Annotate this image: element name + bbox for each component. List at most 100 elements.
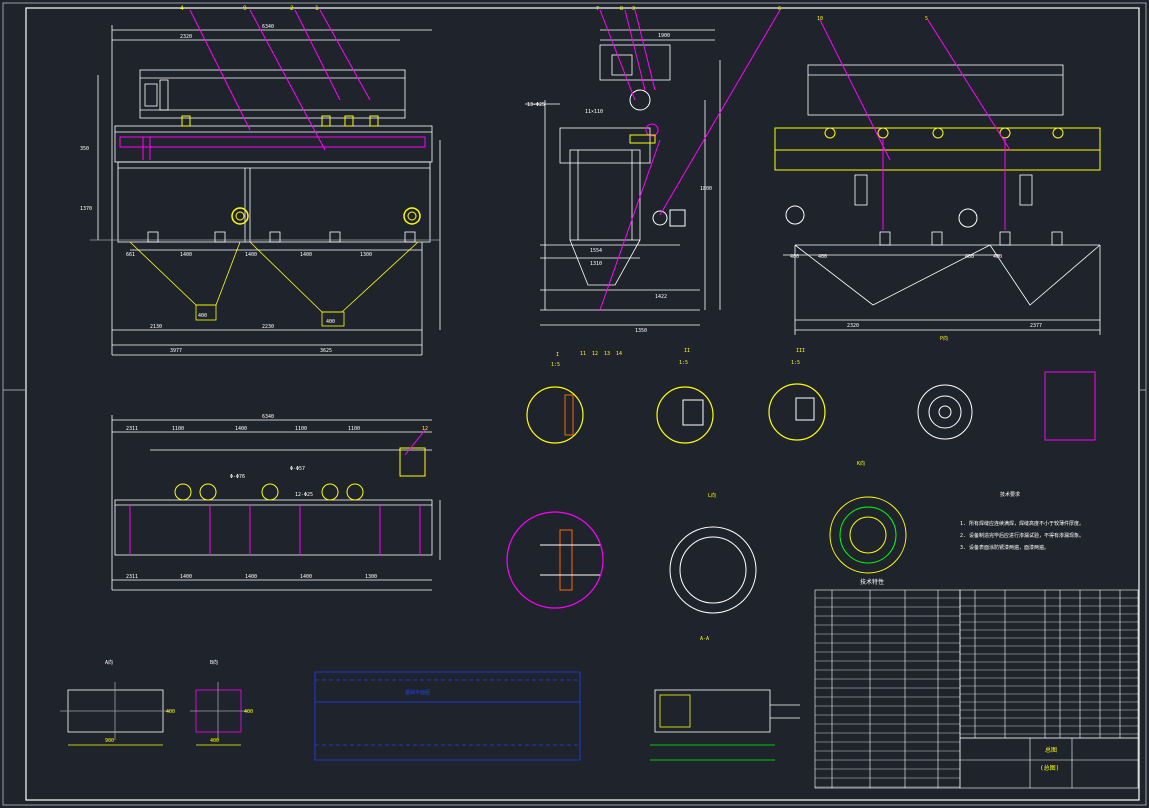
- dim-text: 1350: [635, 328, 647, 334]
- dim-text: 6340: [262, 414, 274, 420]
- tech-req-line: 3. 设备表面涂防锈漆两遍，面漆两遍。: [960, 544, 1049, 551]
- label-text: Φ-Φ76: [230, 474, 245, 480]
- dim-text: 1400: [235, 426, 247, 432]
- dim-text: 400: [166, 709, 175, 715]
- dim-text: 1400: [180, 252, 192, 258]
- tech-req-line: 2. 设备制造完毕后应进行渗漏试验，不得有渗漏现象。: [960, 532, 1084, 539]
- bottom-views: [60, 671, 800, 761]
- bottom-views-text: A向 B向 900 400 400 400 基础平面图 A-A: [105, 636, 709, 744]
- tech-table-title: 技术特性: [860, 578, 884, 586]
- dim-text: 400: [198, 313, 207, 319]
- dim-text: 1422: [655, 294, 667, 300]
- dim-text: 1100: [172, 426, 184, 432]
- side-balloon: 6: [778, 6, 781, 12]
- drawing-name: 总图: [1045, 746, 1057, 754]
- detail-balloon: 14: [616, 351, 622, 357]
- dim-text: 1370: [80, 206, 92, 212]
- detail-label: III: [796, 348, 805, 354]
- side-view-text: 7 8 3 6 1900 1800 1554 1310 1422 1350 13…: [527, 6, 781, 334]
- dim-text: 400: [993, 254, 1002, 260]
- flange-K: [829, 496, 907, 574]
- dim-text: 2230: [262, 324, 274, 330]
- front-view: [90, 25, 441, 356]
- flange-P: [917, 384, 973, 440]
- label-text: 13-Φ25: [527, 102, 545, 108]
- tech-req-line: 1. 所有焊缝应连续满焊，焊缝高度不小于较薄件厚度。: [960, 520, 1084, 527]
- front-view-accents: [119, 9, 426, 225]
- label-text: 12-Φ25: [295, 492, 313, 498]
- front-balloon: 2: [290, 5, 294, 12]
- dim-text: 2311: [126, 426, 138, 432]
- dim-text: 661: [126, 252, 135, 258]
- side-balloon: 7: [596, 6, 599, 12]
- side-view: [525, 29, 721, 326]
- parts-list: [959, 589, 1139, 739]
- dim-text: 3625: [320, 348, 332, 354]
- dim-text: 2320: [847, 323, 859, 329]
- detail-II: [656, 386, 714, 444]
- dim-text: 1400: [300, 574, 312, 580]
- side-balloon: 8: [620, 6, 623, 12]
- right-view-text: 10 5 2320 2377 400 400 400 400: [790, 16, 1042, 329]
- dim-text: 1100: [295, 426, 307, 432]
- view-label: B向: [210, 659, 218, 666]
- label-text: Φ-Φ57: [290, 466, 305, 472]
- right-balloon: 5: [925, 16, 928, 22]
- dim-text: 6340: [262, 24, 274, 30]
- front-view-balloons: 4 9 2 1: [180, 5, 319, 12]
- table-rows: [815, 597, 1138, 788]
- detail-balloon: 11: [580, 351, 586, 357]
- dim-text: 1310: [590, 261, 602, 267]
- detail-text: I II III 1:5 1:5 1:5 11 12 13 14 P向 L向 K…: [551, 335, 948, 499]
- detail-scale: 1:5: [679, 360, 688, 366]
- right-balloon: 10: [817, 16, 823, 22]
- title-block-text: 技术特性 总图 (总图): [860, 578, 1059, 772]
- dim-text: 400: [818, 254, 827, 260]
- label-text: 11×110: [585, 109, 603, 115]
- dim-text: 2377: [1030, 323, 1042, 329]
- dim-text: 1100: [348, 426, 360, 432]
- dim-text: 1900: [658, 33, 670, 39]
- dim-text: 400: [244, 709, 253, 715]
- front-balloon: 4: [180, 5, 184, 12]
- side-view-accents: [599, 9, 781, 311]
- dim-text: 1400: [180, 574, 192, 580]
- flange-label: K向: [857, 460, 865, 467]
- front-balloon: 9: [243, 5, 247, 12]
- flange-label: P向: [940, 335, 948, 342]
- dim-text: 400: [210, 738, 219, 744]
- detail-balloon: 13: [604, 351, 610, 357]
- flange-L: [669, 526, 757, 614]
- detail-label: II: [684, 348, 690, 354]
- plan-balloon: 12: [422, 426, 428, 432]
- dim-text: 2311: [126, 574, 138, 580]
- ground-text: 基础平面图: [405, 689, 430, 696]
- flange-label: L向: [708, 492, 716, 499]
- tech-table: [814, 589, 961, 789]
- right-view-accents: [774, 19, 1101, 441]
- dim-text: 1400: [300, 252, 312, 258]
- plan-view-accents: [129, 429, 426, 555]
- dim-text: 400: [790, 254, 799, 260]
- dim-text: 1554: [590, 248, 602, 254]
- tech-req-title: 技术要求: [1000, 491, 1020, 498]
- dim-text: 1800: [700, 186, 712, 192]
- detail-I: [526, 386, 584, 444]
- side-balloon: 3: [632, 6, 635, 12]
- detail-scale: 1:5: [551, 362, 560, 368]
- detail-III: [768, 383, 826, 441]
- drawing-note: (总图): [1040, 764, 1059, 772]
- dim-text: 400: [965, 254, 974, 260]
- dim-text: 1400: [245, 574, 257, 580]
- dim-text: 400: [326, 319, 335, 325]
- right-view: [783, 64, 1101, 335]
- dim-text: 1300: [365, 574, 377, 580]
- dim-text: 1300: [360, 252, 372, 258]
- view-label: A向: [105, 659, 113, 666]
- plan-view-text: 12 6340 2311 1100 1400 1100 1100 2311 14…: [126, 414, 428, 580]
- front-view-dims: 6340 2320 350 1370 661 1400 1400 1400 13…: [80, 24, 372, 354]
- detail-balloon: 12: [592, 351, 598, 357]
- front-balloon: 1: [315, 5, 319, 12]
